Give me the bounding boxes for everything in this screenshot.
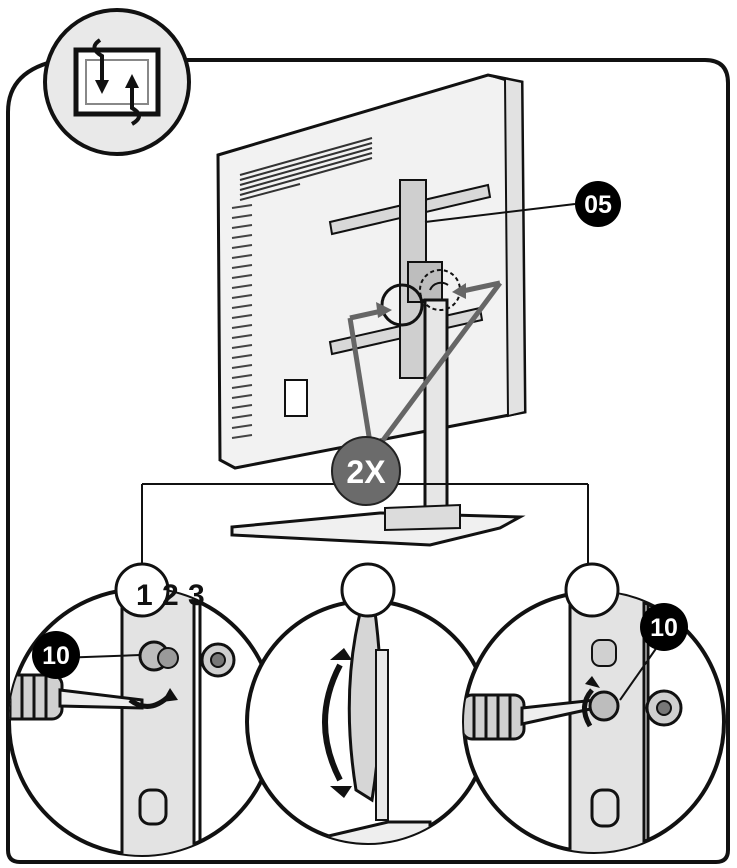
detail-panel-right: [462, 590, 726, 854]
screwdriver-icon: [9, 673, 144, 721]
callout-quantity-2x: 2X: [331, 436, 401, 506]
detail-panel-center: [245, 599, 491, 845]
diagram-frame: [6, 58, 730, 864]
svg-text:10: 10: [42, 642, 70, 670]
step-number-3: 3: [188, 579, 205, 612]
step-number-2: 2: [162, 579, 179, 612]
stand: [230, 298, 526, 547]
step-number-1: 1: [136, 579, 153, 612]
monitor-back: [216, 73, 527, 470]
svg-text:10: 10: [650, 614, 678, 642]
rotate-screen-icon: [43, 8, 191, 156]
callout-part-05: 05: [575, 181, 621, 227]
callout-screw-10-right: 10: [640, 603, 688, 651]
svg-text:05: 05: [584, 191, 612, 219]
callout-screw-10-left: 10: [32, 631, 80, 679]
curved-double-arrow-icon: [322, 648, 352, 798]
svg-text:2X: 2X: [346, 454, 386, 490]
